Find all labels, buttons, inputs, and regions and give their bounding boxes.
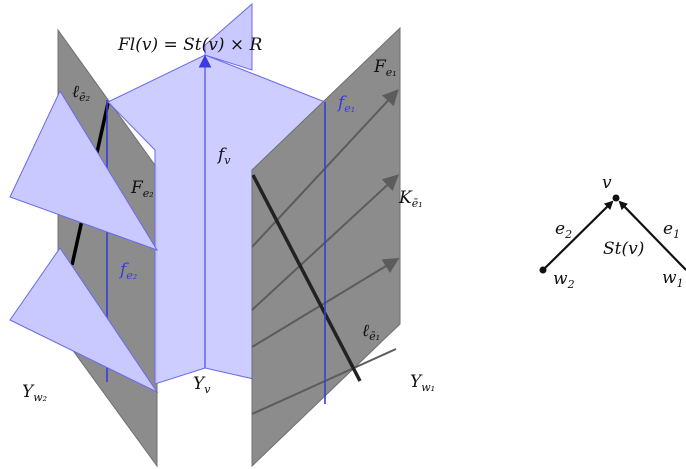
label-e1: e1	[663, 219, 680, 241]
label-Y-v: Yv	[193, 374, 211, 396]
blue-plane-left-back	[107, 54, 206, 385]
label-e2: e2	[555, 219, 572, 241]
star-graph: v e2 e1 St(v) w2 w1	[539, 173, 686, 291]
label-f-e2: fe₂	[118, 260, 137, 282]
label-Y-w1: Yw₁	[410, 372, 435, 394]
blue-plane-top-sheet	[204, 2, 253, 71]
label-st-v: St(v)	[603, 239, 644, 259]
label-F-e1: Fe₁	[373, 57, 397, 79]
label-l-e1: ℓē₁	[362, 321, 380, 343]
label-v: v	[602, 173, 612, 193]
label-w2: w2	[553, 269, 575, 291]
gray-plane-F-e1	[251, 26, 401, 468]
flow-arrow-3	[251, 257, 400, 348]
blue-triangle-lower	[9, 247, 159, 394]
blue-triangle-upper	[9, 89, 159, 251]
edge-e1	[618, 200, 686, 271]
label-f-v: fv	[216, 145, 231, 167]
label-F-e2: Fe₂	[130, 178, 154, 200]
label-l-e2: ℓē₂	[72, 82, 90, 104]
flow-arrow-4	[251, 348, 397, 415]
line-l-e1	[251, 174, 362, 382]
label-Y-w2: Yw₂	[22, 382, 47, 404]
edge-e2	[542, 200, 614, 271]
title-label: Fl(v) = St(v) × R	[117, 35, 263, 55]
label-w1: w1	[662, 268, 684, 290]
flow-arrow-2	[251, 174, 399, 311]
vertex-v	[612, 194, 620, 202]
vertex-w2	[539, 266, 547, 274]
label-K-e1: Kē₁	[398, 188, 423, 210]
label-f-e1: fe₁	[336, 93, 355, 115]
